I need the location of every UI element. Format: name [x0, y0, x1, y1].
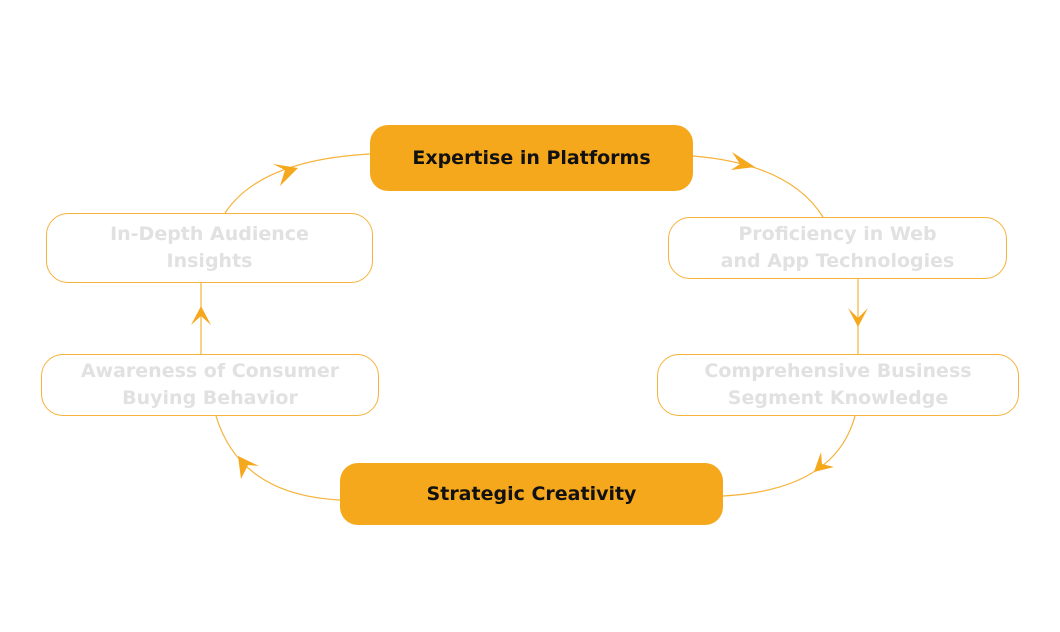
arrowhead-icon: [238, 456, 259, 479]
edge-bottom-to-aware: [215, 415, 341, 501]
node-expertise-in-platforms: Expertise in Platforms: [370, 125, 693, 191]
edge-indepth-to-top: [224, 153, 371, 214]
node-label: Expertise in Platforms: [412, 147, 651, 169]
node-proficiency-web-app: Proficiency in Web and App Technologies: [668, 217, 1007, 279]
arrowhead-icon: [848, 308, 868, 327]
node-label: Comprehensive Business Segment Knowledge: [704, 360, 972, 409]
node-label: Proficiency in Web and App Technologies: [720, 223, 955, 272]
arrowhead-icon: [814, 452, 834, 472]
arrowhead-icon: [731, 152, 755, 170]
node-business-segment-knowledge: Comprehensive Business Segment Knowledge: [657, 354, 1019, 416]
node-audience-insights: In-Depth Audience Insights: [46, 213, 373, 283]
node-consumer-buying-behavior: Awareness of Consumer Buying Behavior: [41, 354, 379, 416]
arrowhead-icon: [273, 164, 298, 186]
edge-top-to-prof: [692, 155, 824, 218]
arrowhead-icon: [191, 306, 211, 325]
node-label: In-Depth Audience Insights: [110, 223, 309, 272]
node-label: Strategic Creativity: [426, 483, 637, 505]
edge-comp-to-bottom: [722, 415, 856, 497]
node-label: Awareness of Consumer Buying Behavior: [80, 360, 340, 409]
node-strategic-creativity: Strategic Creativity: [340, 463, 723, 525]
